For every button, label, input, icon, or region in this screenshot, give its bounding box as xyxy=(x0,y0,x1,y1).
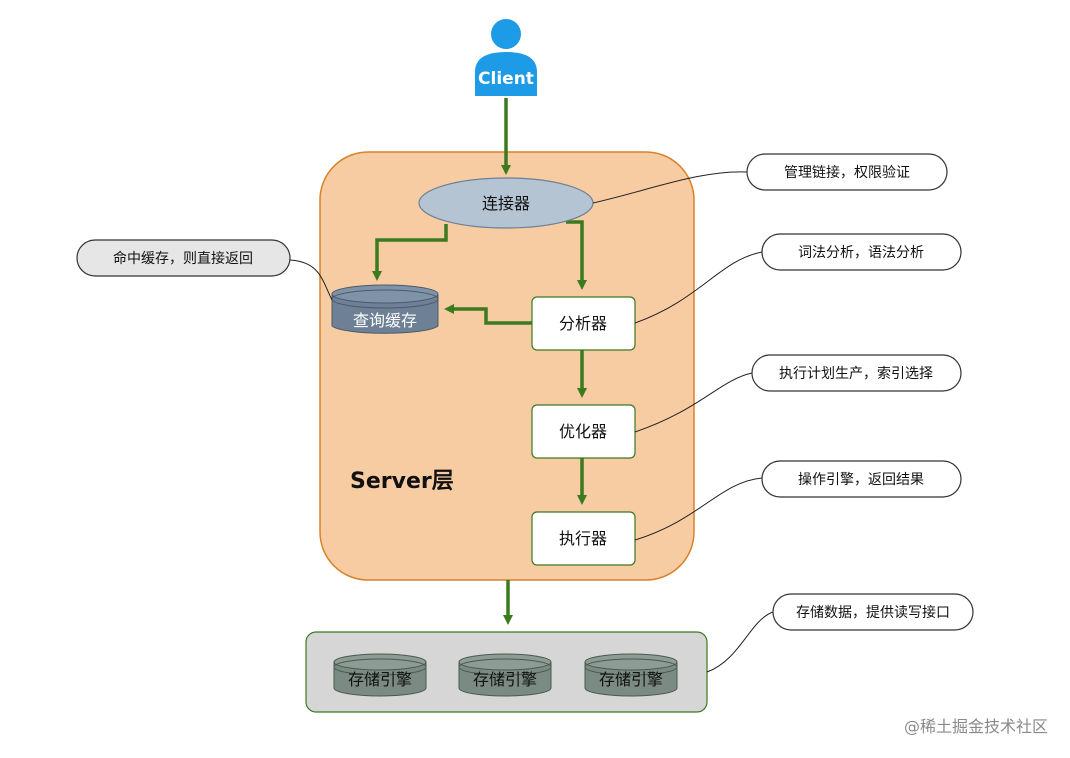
query-cache-node: 查询缓存 xyxy=(331,284,439,334)
callout-analyzer: 词法分析，语法分析 xyxy=(761,233,962,271)
watermark: @稀土掘金技术社区 xyxy=(904,717,1048,736)
client-icon: Client xyxy=(475,19,537,96)
arrow-connector-to-analyzer xyxy=(566,220,587,290)
callout-analyzer-text: 词法分析，语法分析 xyxy=(798,245,924,261)
callout-connector: 管理链接，权限验证 xyxy=(746,153,948,191)
callout-storage: 存储数据，提供读写接口 xyxy=(772,593,974,631)
arrow-analyzer-to-cache xyxy=(444,304,532,325)
callout-executor: 操作引擎，返回结果 xyxy=(761,460,962,498)
callout-cache-text: 命中缓存，则直接返回 xyxy=(113,250,253,267)
server-layer-label: Server层 xyxy=(350,469,454,494)
analyzer-node xyxy=(531,296,636,351)
arrow-connector-to-cache xyxy=(372,224,448,281)
storage-engine-3: 存储引擎 xyxy=(584,653,678,697)
executor-label: 执行器 xyxy=(559,529,607,548)
callout-curves xyxy=(289,171,774,673)
callout-optimizer: 执行计划生产，索引选择 xyxy=(751,354,962,392)
storage-engine-label: 存储引擎 xyxy=(599,670,663,689)
callout-cache: 命中缓存，则直接返回 xyxy=(76,239,291,277)
storage-engine-label: 存储引擎 xyxy=(348,670,412,689)
executor-node xyxy=(531,511,636,566)
storage-engine-label: 存储引擎 xyxy=(473,670,537,689)
flow-arrows xyxy=(372,98,587,625)
connector-label: 连接器 xyxy=(482,194,530,213)
query-cache-label: 查询缓存 xyxy=(353,311,417,330)
storage-engine-1: 存储引擎 xyxy=(333,653,427,697)
callout-connector-text: 管理链接，权限验证 xyxy=(784,164,910,181)
optimizer-label: 优化器 xyxy=(559,422,607,441)
callout-storage-text: 存储数据，提供读写接口 xyxy=(796,604,950,621)
callout-executor-text: 操作引擎，返回结果 xyxy=(798,472,924,488)
client-label: Client xyxy=(478,69,534,89)
analyzer-label: 分析器 xyxy=(559,314,607,333)
callout-optimizer-text: 执行计划生产，索引选择 xyxy=(779,365,933,382)
storage-engine-2: 存储引擎 xyxy=(458,653,552,697)
